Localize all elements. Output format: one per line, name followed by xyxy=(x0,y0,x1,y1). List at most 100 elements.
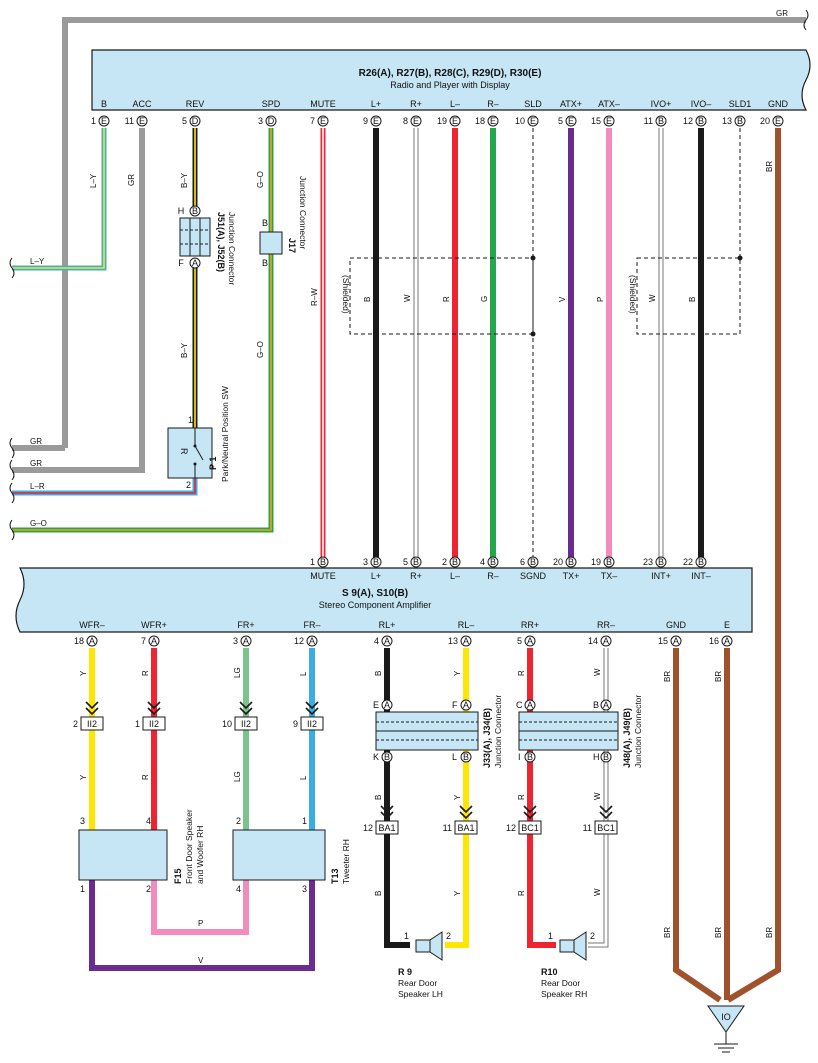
svg-text:G: G xyxy=(480,296,489,302)
p1-name: P 1 xyxy=(208,457,218,470)
pin-connector-letter: B xyxy=(320,557,326,567)
svg-text:R: R xyxy=(442,296,451,302)
svg-text:W: W xyxy=(593,668,602,676)
pin-connector xyxy=(148,635,160,647)
pin-number: 13 xyxy=(448,636,458,646)
pin-number: 10 xyxy=(515,116,525,126)
svg-text:B: B xyxy=(463,752,469,762)
svg-text:A: A xyxy=(192,258,198,268)
pin-name: TX+ xyxy=(563,571,580,581)
pin-connector xyxy=(370,115,382,127)
pin-number: 13 xyxy=(722,116,732,126)
pin-connector-letter: B xyxy=(413,557,419,567)
svg-text:2: 2 xyxy=(146,884,151,894)
pin-number: 6 xyxy=(520,557,525,567)
pin-number: 1 xyxy=(91,116,96,126)
svg-text:Speaker LH: Speaker LH xyxy=(398,989,443,999)
svg-text:I: I xyxy=(518,752,521,762)
wire-v-loop xyxy=(89,880,315,971)
svg-text:G–O: G–O xyxy=(256,171,265,188)
pin-name: L– xyxy=(450,571,460,581)
svg-text:2: 2 xyxy=(236,816,241,826)
pin-name: ACC xyxy=(132,99,152,109)
svg-text:C: C xyxy=(516,700,523,710)
wire-gr-acc xyxy=(12,128,145,473)
splice-label: II2 xyxy=(149,719,159,729)
j51-desc: Junction Connector xyxy=(227,212,237,285)
svg-text:R: R xyxy=(517,794,526,800)
pin-connector xyxy=(600,635,612,647)
pin-connector-letter: B xyxy=(490,557,496,567)
splice-pin: 1 xyxy=(135,719,140,729)
pin-name: FR– xyxy=(303,620,320,630)
junction-j51: B A H F J51(A), J52(B) Junction Connecto… xyxy=(178,205,237,285)
pin-number: 9 xyxy=(363,116,368,126)
svg-text:Y: Y xyxy=(79,670,88,676)
svg-text:F: F xyxy=(452,700,458,710)
f15-desc2: and Woofer RH xyxy=(195,826,205,884)
amp-bottom-pin-2: FR+A3 xyxy=(233,620,255,647)
svg-text:GR: GR xyxy=(30,459,42,468)
svg-text:B: B xyxy=(374,671,383,676)
pin-number: 1 xyxy=(310,557,315,567)
splice-label: BA1 xyxy=(457,823,474,833)
pin-name: IVO– xyxy=(691,99,712,109)
svg-text:B: B xyxy=(262,258,268,268)
tweeter-rh: 2 1 4 3 T13 Tweeter RH xyxy=(232,816,351,894)
pin-connector xyxy=(240,635,252,647)
pin-number: 8 xyxy=(403,116,408,126)
shielded-label-2: (Shielded) xyxy=(628,275,638,314)
pin-connector-letter: A xyxy=(309,636,315,646)
svg-text:L: L xyxy=(299,671,308,676)
pin-connector-letter: E xyxy=(606,116,612,126)
svg-text:GR: GR xyxy=(30,437,42,446)
pin-connector xyxy=(449,556,461,568)
svg-text:Rear Door: Rear Door xyxy=(541,978,580,988)
shield-box-2 xyxy=(636,257,741,335)
svg-text:V: V xyxy=(198,956,204,965)
svg-text:LG: LG xyxy=(233,771,242,782)
pin-connector-letter: D xyxy=(192,116,199,126)
svg-text:4: 4 xyxy=(146,816,151,826)
pin-name: TX– xyxy=(601,571,618,581)
svg-text:B: B xyxy=(374,795,383,800)
pin-connector-letter: E xyxy=(373,116,379,126)
r10-name: R10 xyxy=(541,967,558,977)
pin-connector xyxy=(565,115,577,127)
ground-point: IO xyxy=(707,1005,745,1053)
svg-text:B–Y: B–Y xyxy=(180,342,189,358)
pin-number: 12 xyxy=(294,636,304,646)
radio-pin-11: ATX–E15 xyxy=(591,99,620,127)
pin-number: 3 xyxy=(258,116,263,126)
pin-connector xyxy=(370,556,382,568)
pin-connector-letter: E xyxy=(568,116,574,126)
pin-number: 11 xyxy=(644,116,653,126)
svg-text:LG: LG xyxy=(233,667,242,678)
svg-text:P: P xyxy=(596,297,605,302)
svg-text:Speaker RH: Speaker RH xyxy=(541,989,587,999)
svg-text:B: B xyxy=(374,891,383,896)
svg-text:B–Y: B–Y xyxy=(180,172,189,188)
pin-connector xyxy=(721,635,733,647)
pin-connector xyxy=(410,115,422,127)
pin-connector xyxy=(317,556,329,568)
pin-number: 12 xyxy=(683,116,693,126)
pin-connector xyxy=(86,635,98,647)
svg-text:BR: BR xyxy=(765,927,774,938)
splice-label: II2 xyxy=(87,719,97,729)
svg-text:H: H xyxy=(593,752,600,762)
amp-top-pins: B1MUTEB3L+B5R+B2L–B4R–B6SGNDB20TX+B19TX–… xyxy=(310,556,711,581)
pin-connector xyxy=(603,115,615,127)
pin-number: 3 xyxy=(363,557,368,567)
svg-text:BR: BR xyxy=(663,927,672,938)
svg-text:B: B xyxy=(192,206,198,216)
pin-connector xyxy=(487,115,499,127)
svg-text:B: B xyxy=(603,752,609,762)
svg-text:2: 2 xyxy=(590,931,595,941)
